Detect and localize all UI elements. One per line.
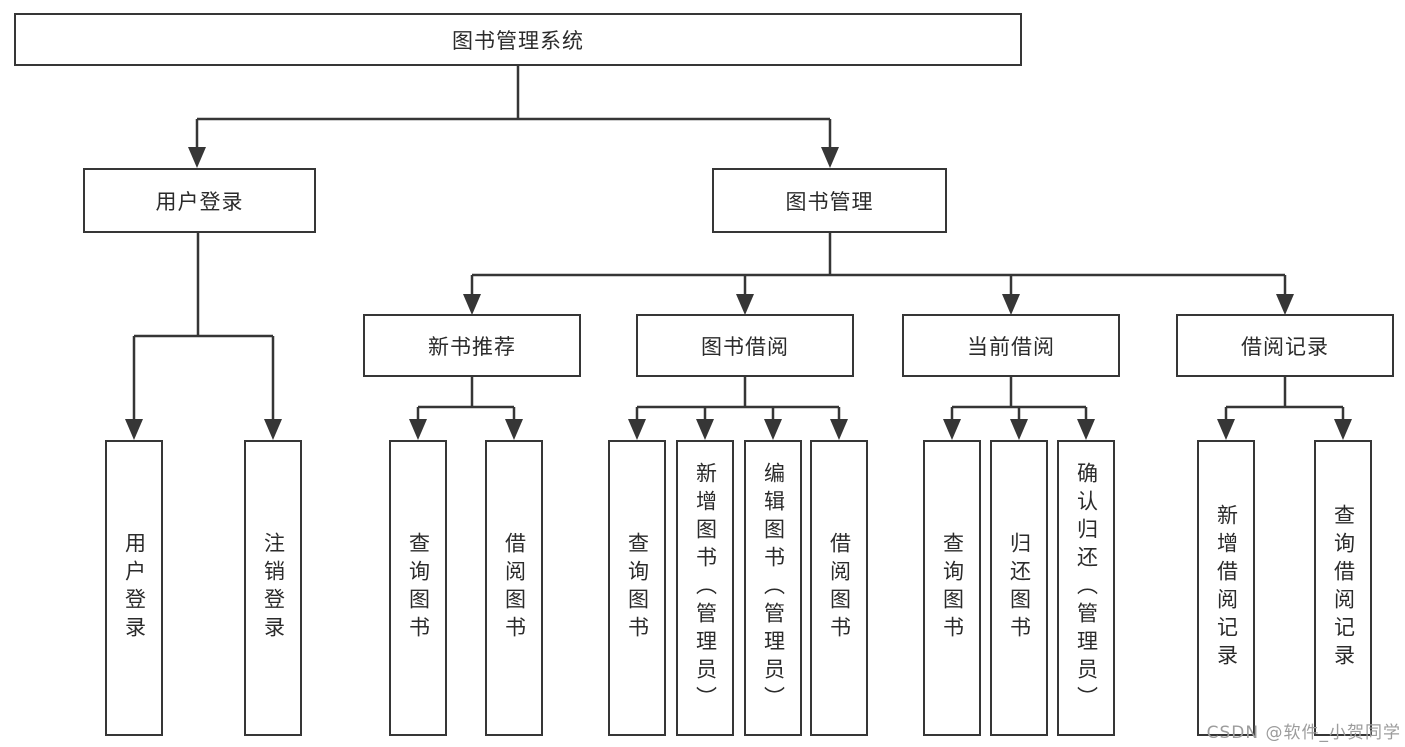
arrowhead-icon <box>1010 419 1028 440</box>
leaf-edit-books-admin-label: 编辑图书（管理员） <box>761 462 786 714</box>
leaf-add-books-admin: 新增图书（管理员） <box>676 440 734 736</box>
arrowhead-icon <box>628 419 646 440</box>
leaf-borrow-books-recommend: 借阅图书 <box>485 440 543 736</box>
leaf-borrow-books-borrowing-label: 借阅图书 <box>827 532 852 644</box>
arrowhead-icon <box>188 147 206 168</box>
arrowhead-icon <box>1077 419 1095 440</box>
node-current-borrowing-label: 当前借阅 <box>967 334 1055 359</box>
arrowhead-icon <box>505 419 523 440</box>
leaf-confirm-return-admin-label: 确认归还（管理员） <box>1074 462 1099 714</box>
arrowhead-icon <box>764 419 782 440</box>
leaf-search-books-current: 查询图书 <box>923 440 981 736</box>
arrowhead-icon <box>1276 294 1294 315</box>
node-borrowing-records-label: 借阅记录 <box>1241 334 1329 359</box>
leaf-search-borrow-record: 查询借阅记录 <box>1314 440 1372 736</box>
leaf-confirm-return-admin: 确认归还（管理员） <box>1057 440 1115 736</box>
node-user-login: 用户登录 <box>83 168 316 233</box>
arrowhead-icon <box>125 419 143 440</box>
node-new-book-recommendation: 新书推荐 <box>363 314 581 377</box>
arrowhead-icon <box>736 294 754 315</box>
node-new-book-recommendation-label: 新书推荐 <box>428 334 516 359</box>
arrowhead-icon <box>1217 419 1235 440</box>
leaf-search-books-borrowing-label: 查询图书 <box>625 532 650 644</box>
arrowhead-icons <box>125 147 1352 440</box>
leaf-search-books-recommend-label: 查询图书 <box>406 532 431 644</box>
arrowhead-icon <box>1002 294 1020 315</box>
leaf-logout: 注销登录 <box>244 440 302 736</box>
leaf-add-borrow-record: 新增借阅记录 <box>1197 440 1255 736</box>
arrowhead-icon <box>830 419 848 440</box>
leaf-search-borrow-record-label: 查询借阅记录 <box>1331 504 1356 672</box>
leaf-search-books-borrowing: 查询图书 <box>608 440 666 736</box>
leaf-search-books-current-label: 查询图书 <box>940 532 965 644</box>
leaf-edit-books-admin: 编辑图书（管理员） <box>744 440 802 736</box>
arrowhead-icon <box>1334 419 1352 440</box>
csdn-watermark: CSDN @软件_小贺同学 <box>1206 723 1401 743</box>
node-user-login-label: 用户登录 <box>155 189 244 214</box>
node-book-management-system: 图书管理系统 <box>14 13 1022 66</box>
leaf-add-books-admin-label: 新增图书（管理员） <box>693 462 718 714</box>
leaf-borrow-books-recommend-label: 借阅图书 <box>502 532 527 644</box>
leaf-search-books-recommend: 查询图书 <box>389 440 447 736</box>
arrowhead-icon <box>264 419 282 440</box>
node-book-borrowing-label: 图书借阅 <box>701 334 789 359</box>
node-borrowing-records: 借阅记录 <box>1176 314 1394 377</box>
leaf-return-books-label: 归还图书 <box>1007 532 1032 644</box>
leaf-logout-label: 注销登录 <box>261 532 286 644</box>
arrowhead-icon <box>943 419 961 440</box>
arrowhead-icon <box>696 419 714 440</box>
node-current-borrowing: 当前借阅 <box>902 314 1120 377</box>
leaf-borrow-books-borrowing: 借阅图书 <box>810 440 868 736</box>
connector-path <box>132 66 1345 419</box>
leaf-return-books: 归还图书 <box>990 440 1048 736</box>
leaf-user-login: 用户登录 <box>105 440 163 736</box>
arrowhead-icon <box>821 147 839 168</box>
arrowhead-icon <box>463 294 481 315</box>
node-book-management: 图书管理 <box>712 168 947 233</box>
node-book-management-label: 图书管理 <box>785 189 874 214</box>
node-book-borrowing: 图书借阅 <box>636 314 854 377</box>
leaf-user-login-label: 用户登录 <box>122 532 147 644</box>
arrowhead-icon <box>409 419 427 440</box>
leaf-add-borrow-record-label: 新增借阅记录 <box>1214 504 1239 672</box>
node-book-management-system-label: 图书管理系统 <box>452 28 584 53</box>
